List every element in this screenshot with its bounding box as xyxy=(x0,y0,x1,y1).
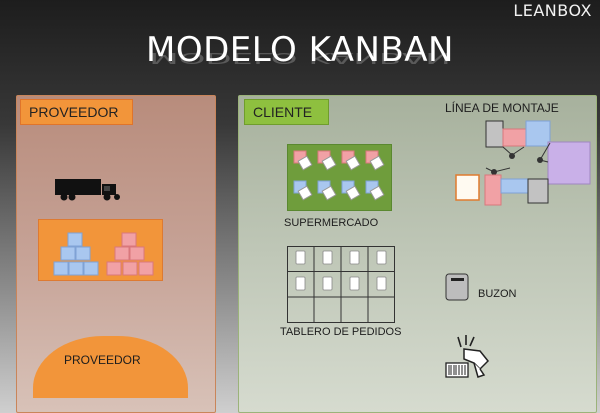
mailbox-icon xyxy=(445,273,469,301)
title-reflection: MODELO KANBAN xyxy=(149,49,451,67)
proveedor-tag: PROVEEDOR xyxy=(20,99,133,125)
tablero-label: TABLERO DE PEDIDOS xyxy=(280,326,402,338)
proveedor-dome-label: PROVEEDOR xyxy=(64,353,141,367)
assembly-line-diagram xyxy=(455,120,591,206)
supermercado-label: SUPERMERCADO xyxy=(284,217,379,229)
pink-pyramid-icon xyxy=(106,232,154,276)
linea-montaje-label: LÍNEA DE MONTAJE xyxy=(445,101,559,115)
supermercado-items xyxy=(293,150,385,201)
buzon-label: BUZON xyxy=(478,288,517,300)
leanbox-logo: LEANBOX xyxy=(513,1,592,20)
blue-pyramid-icon xyxy=(53,232,99,276)
truck-icon xyxy=(55,179,120,201)
page-title: MODELO KANBAN xyxy=(146,30,454,70)
cliente-tag: CLIENTE xyxy=(244,99,329,125)
barcode-scanner-icon xyxy=(445,335,490,378)
tablero-grid xyxy=(287,246,395,323)
